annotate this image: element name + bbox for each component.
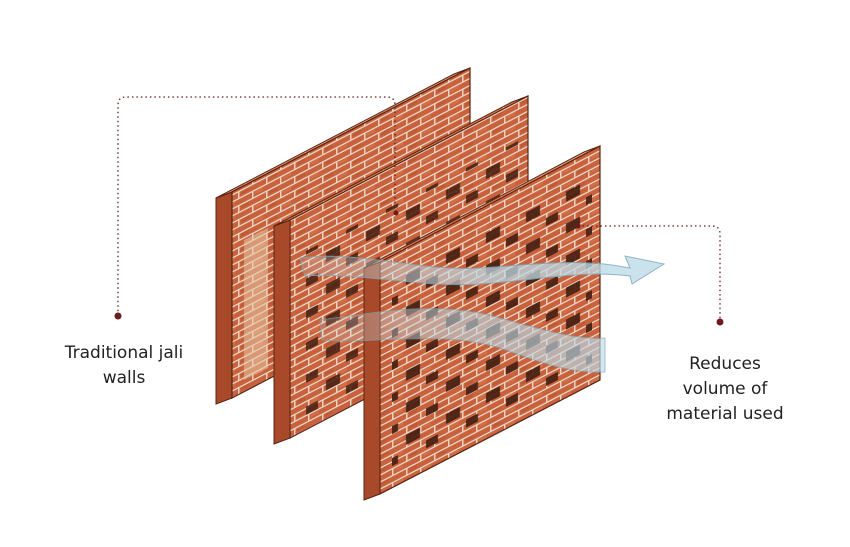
label-right-line-2: volume of bbox=[682, 379, 768, 399]
airflow-arrows bbox=[299, 255, 666, 373]
label-right-line-3: material used bbox=[666, 404, 784, 424]
label-left-line-1: Traditional jali bbox=[64, 343, 184, 363]
label-reduces-material: Reduces volume of material used bbox=[645, 352, 805, 427]
leader-line-right bbox=[575, 223, 724, 326]
leader-line-left bbox=[114, 96, 399, 320]
airflow-stream-upper bbox=[299, 255, 666, 286]
label-left-line-2: walls bbox=[102, 368, 146, 388]
leader-dot-right bbox=[716, 318, 724, 326]
leader-anchor-right bbox=[575, 223, 581, 229]
label-traditional-jali-walls: Traditional jali walls bbox=[44, 341, 204, 391]
label-right-line-1: Reduces bbox=[689, 354, 761, 374]
airflow-stream-lower bbox=[319, 308, 606, 373]
leader-anchor-left bbox=[393, 210, 399, 216]
leader-dot-left bbox=[114, 312, 122, 320]
